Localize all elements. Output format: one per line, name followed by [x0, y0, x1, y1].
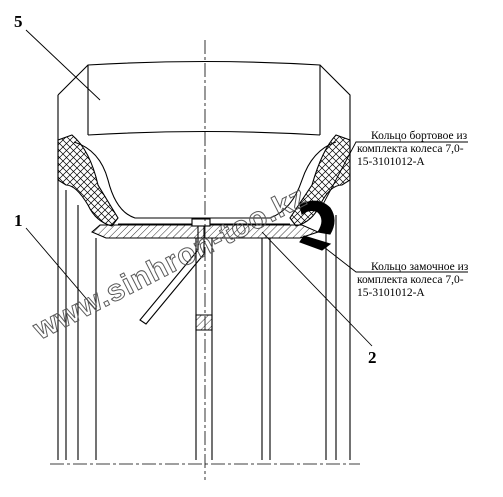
svg-text:Кольцо бортовое из: Кольцо бортовое из: [371, 130, 468, 142]
rim: [90, 200, 335, 460]
leader-5: [25, 29, 101, 101]
leader-1: [25, 227, 97, 311]
callout-1: 1: [14, 211, 23, 230]
leader-lines: [25, 29, 468, 347]
leader-bead-ring: [319, 141, 468, 211]
annotation-bead-ring: Кольцо бортовое из комплекта колеса 7,0-…: [357, 130, 468, 168]
svg-text:комплекта колеса 7,0-: комплекта колеса 7,0-: [357, 274, 464, 286]
annotation-lock-ring: Кольцо замочное из комплекта колеса 7,0-…: [357, 261, 469, 299]
svg-text:Кольцо замочное из: Кольцо замочное из: [371, 261, 469, 273]
callout-2: 2: [368, 348, 377, 367]
leader-2: [261, 231, 373, 347]
tire-wall-left: [65, 190, 79, 460]
leader-lock-ring: [319, 243, 468, 273]
tire-inner-line: [87, 130, 321, 136]
callout-5: 5: [14, 12, 23, 31]
center-lines: [50, 40, 360, 480]
svg-text:15-3101012-А: 15-3101012-А: [357, 287, 425, 299]
tire-bead-left: [57, 134, 119, 227]
svg-text:комплекта колеса 7,0-: комплекта колеса 7,0-: [357, 143, 464, 155]
inner-tube: [73, 141, 337, 219]
svg-text:15-3101012-А: 15-3101012-А: [357, 156, 425, 168]
rim-disc-section: [195, 314, 213, 331]
watermark-text: www.sinhron-too.kz: [27, 180, 312, 347]
tire-wall-right: [325, 215, 337, 460]
valve-stem: [139, 218, 211, 325]
tire-outline-right: [57, 60, 351, 460]
